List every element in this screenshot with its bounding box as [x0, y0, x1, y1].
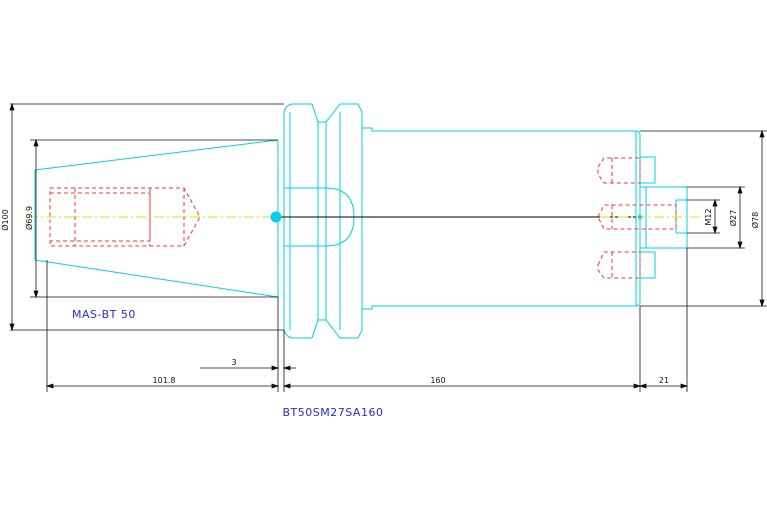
- dim-dia-27: Ø27: [728, 210, 738, 226]
- upper-screw-hidden: [597, 157, 641, 184]
- upper-screw-boss: [640, 156, 656, 184]
- dim-length-160: 160: [430, 376, 445, 385]
- flange-v-groove: [311, 103, 363, 339]
- dim-length-21: 21: [659, 376, 669, 385]
- series-label: MAS-BT 50: [72, 308, 136, 321]
- dim-length-101-8: 101.8: [153, 376, 176, 385]
- flange-inner-lines: [289, 112, 341, 330]
- dim-thread-m12: M12: [704, 208, 713, 225]
- centerlines: [28, 211, 700, 223]
- taper-outline: [34, 139, 279, 298]
- center-screw-hidden: [597, 204, 677, 230]
- dim-dia-78: Ø78: [750, 212, 760, 228]
- lower-screw-boss: [640, 251, 656, 279]
- holder-outline: [34, 103, 688, 339]
- face-point: [638, 215, 642, 219]
- hidden-features: [49, 157, 677, 279]
- dim-dia-100: Ø100: [0, 209, 10, 231]
- gauge-point: [270, 211, 282, 223]
- part-number-label: BT50SM27SA160: [283, 406, 384, 419]
- dim-dia-69-9: Ø69.9: [24, 206, 34, 230]
- flange-outline: [283, 103, 312, 339]
- lower-screw-hidden: [597, 251, 641, 279]
- dimension-lines: [9, 102, 767, 392]
- dim-gap-3: 3: [231, 358, 236, 367]
- body-outline: [362, 127, 641, 310]
